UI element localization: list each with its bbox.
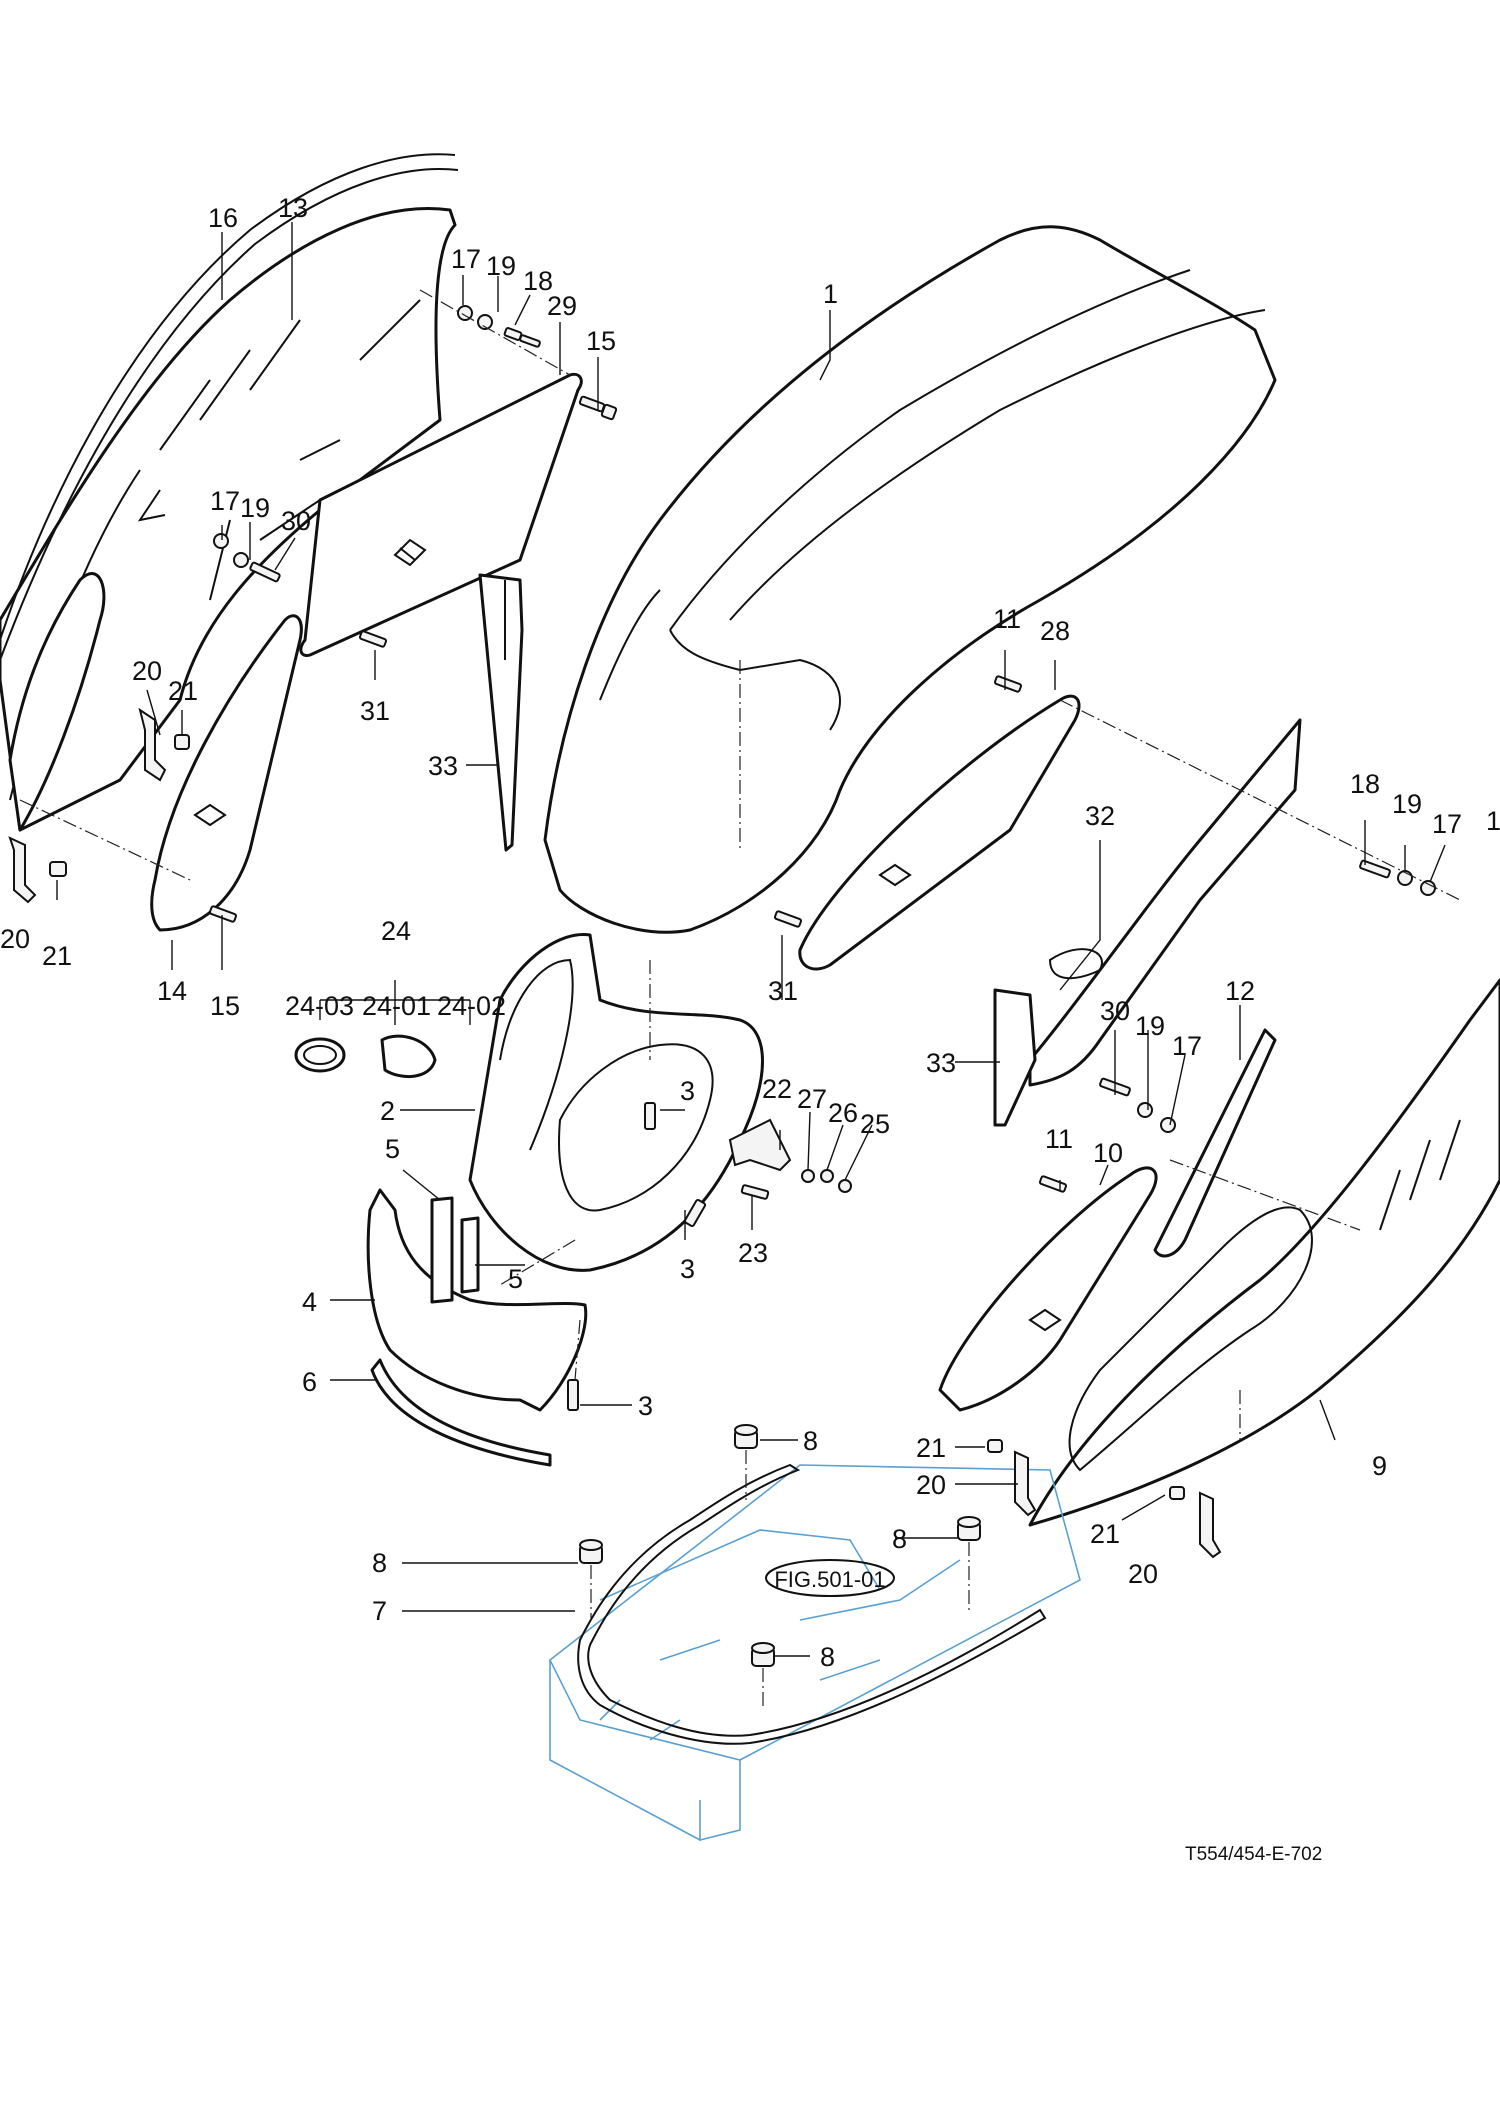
label-24: 24 [381,916,411,946]
mount-rubber-2 [579,1539,603,1564]
right-side-panel-9 [1028,978,1500,1527]
label-33: 33 [926,1048,956,1078]
hood [543,225,1277,934]
label-9: 9 [1372,1451,1387,1481]
label-24-03: 24-03 [285,991,354,1021]
left-side-panel [0,207,457,832]
label-1: 1 [1486,806,1500,836]
label-33: 33 [428,751,458,781]
label-5: 5 [385,1134,400,1164]
label-21: 21 [42,941,72,971]
label-18: 18 [523,266,553,296]
label-3: 3 [680,1254,695,1284]
right-upper-panel-32 [1028,718,1302,1087]
label-22: 22 [762,1074,792,1104]
label-12: 12 [1225,976,1255,1006]
right-side-strip-33 [993,988,1037,1127]
label-19: 19 [1392,789,1422,819]
label-19: 19 [240,493,270,523]
label-7: 7 [372,1596,387,1626]
label-3: 3 [638,1391,653,1421]
mount-rubber-1 [734,1424,758,1449]
label-4: 4 [302,1287,317,1317]
label-8: 8 [892,1524,907,1554]
callout-labels: 16 13 17 19 18 29 15 1 17 19 30 31 33 20… [0,193,1500,1672]
label-17: 17 [210,486,240,516]
left-upper-side-panel-29 [299,372,583,658]
front-grille [468,932,764,1272]
label-21: 21 [168,676,198,706]
emblem-24-03 [294,1037,346,1073]
figure-reference-text: FIG.501-01 [774,1567,885,1592]
label-31: 31 [360,696,390,726]
front-bumper-plate [370,1358,552,1467]
label-17: 17 [1432,809,1462,839]
assembly-lines [19,289,1461,1710]
label-20: 20 [1128,1559,1158,1589]
left-lower-side-panel-14 [150,614,303,932]
front-strip-5b [460,1216,480,1294]
left-window-seal [0,153,459,661]
label-3: 3 [680,1076,695,1106]
label-21: 21 [916,1433,946,1463]
label-23: 23 [738,1238,768,1268]
label-30: 30 [1100,996,1130,1026]
label-8: 8 [372,1548,387,1578]
left-side-strip-33 [478,573,524,852]
label-20: 20 [132,656,162,686]
label-6: 6 [302,1367,317,1397]
hinge-left-lower [8,836,37,904]
drawing-code: T554/454-E-702 [1185,1844,1322,1865]
front-strip-5a [430,1196,454,1304]
label-8: 8 [803,1426,818,1456]
label-18: 18 [1350,769,1380,799]
label-13: 13 [278,193,308,223]
base-frame [548,1464,1081,1842]
bolt-hardware [49,305,1436,1500]
label-17: 17 [451,244,481,274]
label-14: 14 [157,976,187,1006]
leader-lines [24,222,1446,1657]
label-27: 27 [797,1084,827,1114]
label-30: 30 [281,506,311,536]
label-15: 15 [586,326,616,356]
hinge-right-lower [1199,1491,1222,1559]
right-lower-panel-10 [938,1166,1158,1412]
label-20: 20 [916,1470,946,1500]
label-1: 1 [823,279,838,309]
emblem-bracket-24-01 [380,1034,437,1079]
label-25: 25 [860,1109,890,1139]
label-10: 10 [1093,1138,1123,1168]
label-16: 16 [208,203,238,233]
label-5: 5 [508,1264,523,1294]
label-2: 2 [380,1096,395,1126]
label-21: 21 [1090,1519,1120,1549]
label-24-01: 24-01 [362,991,431,1021]
mount-rubber-4 [751,1642,775,1667]
label-19: 19 [486,251,516,281]
label-26: 26 [828,1098,858,1128]
label-17: 17 [1172,1031,1202,1061]
label-15: 15 [210,991,240,1021]
label-19: 19 [1135,1011,1165,1041]
mount-rubber-3 [957,1516,981,1541]
hinge-right-upper [1014,1450,1037,1517]
label-24-02: 24-02 [437,991,506,1021]
right-inner-panel-12 [1153,1028,1277,1258]
label-29: 29 [547,291,577,321]
label-11: 11 [1045,1124,1073,1154]
label-8: 8 [820,1642,835,1672]
label-20: 20 [0,924,30,954]
label-32: 32 [1085,801,1115,831]
figure-reference: FIG.501-01 [765,1559,895,1597]
bracket-22 [728,1118,792,1172]
label-31: 31 [768,976,798,1006]
label-11: 11 [993,604,1021,634]
panel-seal [577,1463,1047,1745]
hinge-left-upper [138,707,167,782]
label-28: 28 [1040,616,1070,646]
